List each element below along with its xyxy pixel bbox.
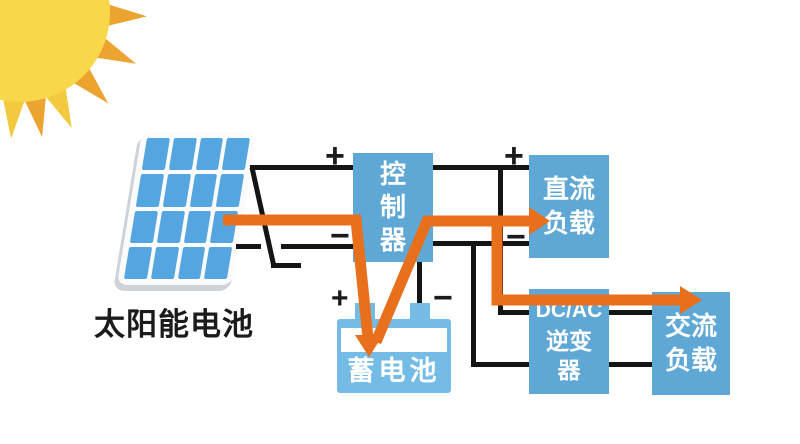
wire-ctrl-battery-right xyxy=(417,260,422,305)
sun-ray xyxy=(2,95,26,139)
wire-inverter-acload-bottom xyxy=(609,362,652,367)
wire-left-vertical xyxy=(471,243,476,365)
sun-ray xyxy=(103,3,147,27)
battery-box: 蓄电池 xyxy=(337,319,451,393)
inverter-label-bottom: 逆变器 xyxy=(546,328,592,383)
battery-terminal-minus xyxy=(410,303,430,321)
wire-panel-minus-a xyxy=(236,244,261,249)
flow-branch-to-ac-load xyxy=(491,221,682,306)
ac-load-label: 交流负载 xyxy=(664,311,717,375)
battery-minus-label: − xyxy=(433,279,453,317)
flow-panel-to-battery xyxy=(223,214,374,339)
ctrl-out-minus-label: − xyxy=(506,218,526,256)
dc-load-label: 直流负载 xyxy=(542,174,595,238)
sun-icon xyxy=(0,0,147,139)
panel-minus-label: − xyxy=(330,217,350,255)
wire-minus-bus xyxy=(433,241,529,246)
wire-inverter-bottom-in xyxy=(471,362,529,367)
ac-load-box: 交流负载 xyxy=(652,292,730,395)
flow-battery-to-dc-load xyxy=(370,215,531,345)
sun-ray xyxy=(23,92,47,138)
wire-panel-plus xyxy=(250,165,353,170)
dc-load-box: 直流负载 xyxy=(529,155,609,258)
wire-inverter-top-in xyxy=(498,310,529,315)
battery-plus-label: + xyxy=(331,282,349,315)
flow-arrowhead-ac-load xyxy=(680,286,702,314)
wire-panel-minus-b xyxy=(281,244,353,249)
panel-plus-label: + xyxy=(325,137,345,175)
sun-disc xyxy=(0,0,110,102)
panel-stand-foot xyxy=(271,263,301,268)
ctrl-out-plus-label: + xyxy=(504,137,524,175)
solar-panel-label: 太阳能电池 xyxy=(94,307,254,342)
battery-label: 蓄电池 xyxy=(347,356,441,386)
flow-arrowhead-dc-load xyxy=(529,207,550,235)
wire-ctrl-dcload-plus xyxy=(433,165,529,170)
wire-inverter-acload-top xyxy=(609,310,652,315)
controller-label: 控制器 xyxy=(379,158,406,256)
